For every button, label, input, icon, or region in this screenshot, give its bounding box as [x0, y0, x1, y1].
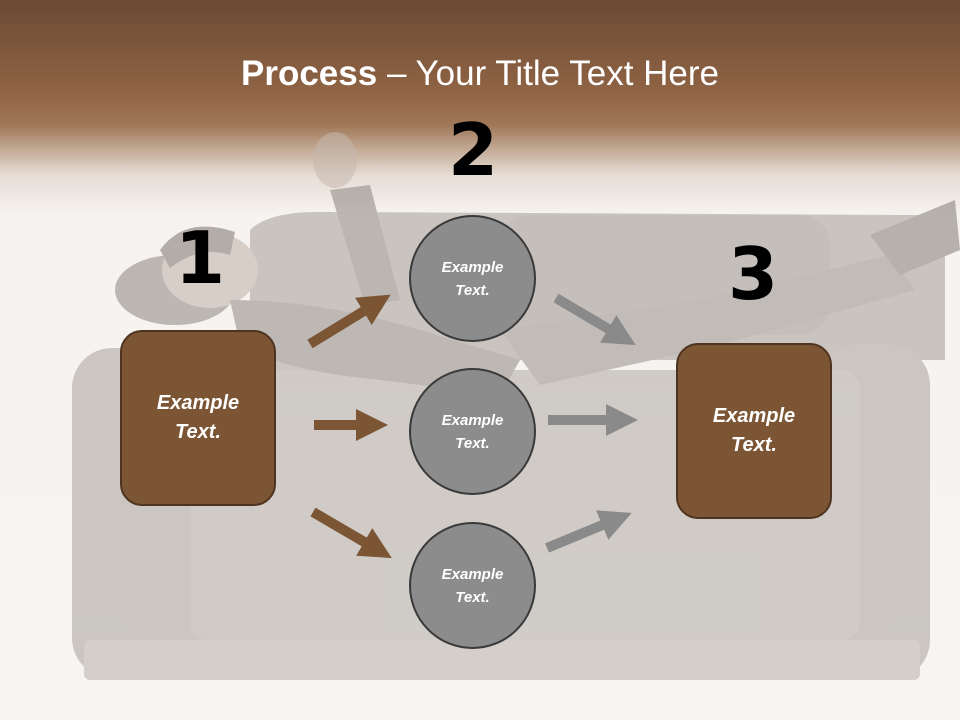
arrow-top-to-3 — [553, 293, 636, 346]
title-rest: – Your Title Text Here — [377, 54, 719, 93]
arrow-1-to-top — [307, 294, 391, 349]
circle-middle-line2: Text. — [455, 434, 490, 452]
circle-bottom-line2: Text. — [455, 588, 490, 606]
step-number-3: 3 — [727, 232, 779, 316]
page-title: Process – Your Title Text Here — [0, 52, 960, 96]
arrow-bottom-to-3 — [545, 510, 632, 553]
circle-middle-line1: Example — [441, 411, 504, 429]
step-1-line1: Example — [156, 392, 240, 414]
circle-top-line1: Example — [441, 258, 504, 276]
arrow-1-to-bottom — [310, 507, 392, 559]
circle-top-line2: Text. — [455, 281, 490, 299]
circle-bottom-line1: Example — [441, 565, 504, 583]
step-3-line2: Text. — [731, 434, 777, 456]
title-bold: Process — [241, 54, 378, 93]
step-number-2: 2 — [447, 108, 499, 192]
step-3-line1: Example — [712, 405, 796, 427]
step-number-1: 1 — [174, 216, 226, 300]
step-1-line2: Text. — [175, 421, 221, 443]
